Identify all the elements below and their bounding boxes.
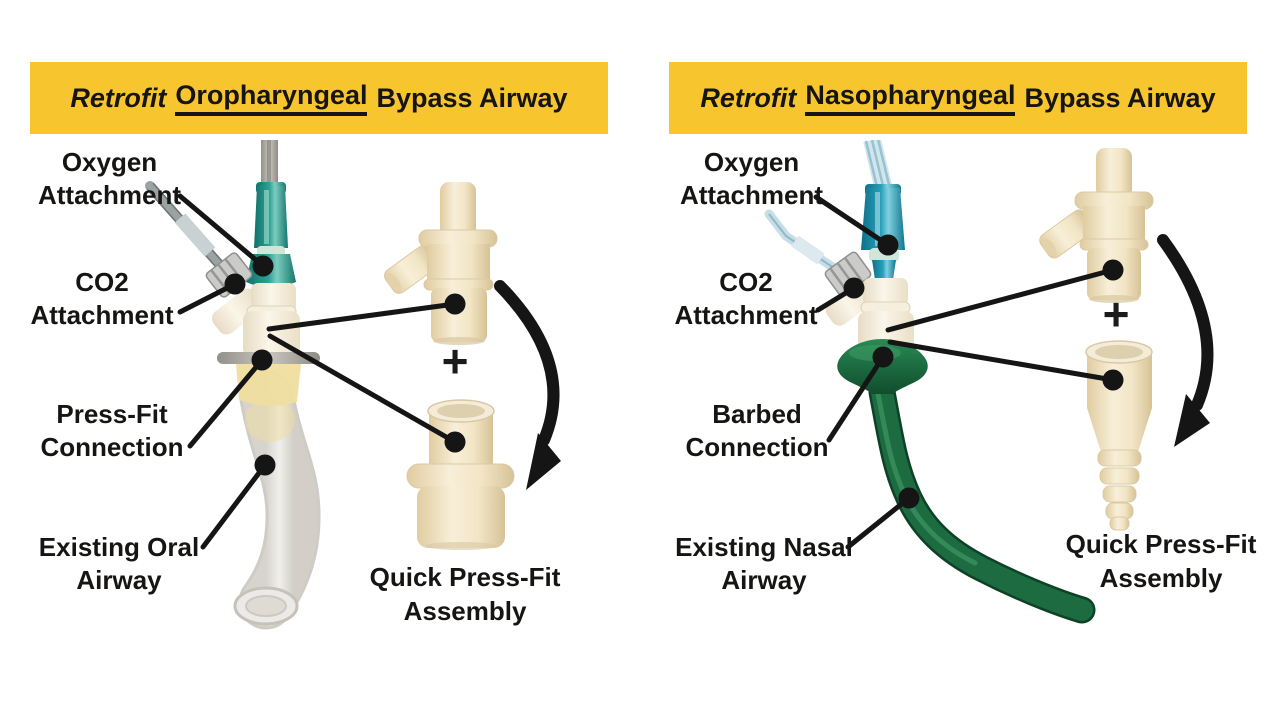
press-fit-connection-label: Press-Fit Connection <box>40 399 184 463</box>
nasopharyngeal-figure: Oxygen Attachment CO2 Attachment Barbed … <box>669 140 1280 712</box>
retrofit-nasal-device-illustration <box>764 140 1096 624</box>
oral-airway-tube <box>233 364 321 630</box>
barbed-adapter-bottom <box>1085 340 1153 531</box>
press-fit-assembly-illustration <box>383 182 561 550</box>
quick-press-fit-assembly-caption: Quick Press-Fit Assembly <box>369 562 561 626</box>
nasopharyngeal-illustration <box>764 140 1214 624</box>
assembly-direction-arrow <box>1157 234 1214 411</box>
co2-sampling-line <box>764 209 842 275</box>
nasopharyngeal-title-banner: Retrofit Nasopharyngeal Bypass Airway <box>669 62 1247 134</box>
callout-leader-lines <box>813 194 1116 550</box>
press-fit-connector-bottom <box>406 399 515 550</box>
retrofit-oral-device-illustration <box>145 140 321 630</box>
oxygen-supply-tube <box>261 140 278 188</box>
existing-oral-airway-label: Existing Oral Airway <box>38 532 200 596</box>
oropharyngeal-illustration <box>145 140 561 630</box>
plus-sign: + <box>441 335 469 387</box>
oropharyngeal-title-banner: Retrofit Oropharyngeal Bypass Airway <box>30 62 608 134</box>
callout-dots <box>843 234 1124 509</box>
callout-leader-lines <box>177 193 458 550</box>
co2-attachment-label: CO2 Attachment <box>30 267 174 331</box>
oxygen-supply-tube <box>863 140 893 193</box>
quick-press-fit-assembly-caption: Quick Press-Fit Assembly <box>1065 529 1257 593</box>
title-suffix: Bypass Airway <box>1024 82 1216 113</box>
title-prefix: Retrofit <box>700 82 797 113</box>
title-prefix: Retrofit <box>70 82 167 113</box>
title-suffix: Bypass Airway <box>376 82 568 113</box>
title-keyword-underlined: Oropharyngeal <box>175 80 368 116</box>
oropharyngeal-panel: Retrofit Oropharyngeal Bypass Airway <box>30 62 608 712</box>
oropharyngeal-figure: Oxygen Attachment CO2 Attachment Press-F… <box>30 140 655 712</box>
barbed-connection-label: Barbed Connection <box>685 399 829 463</box>
co2-attachment-label: CO2 Attachment <box>674 267 818 331</box>
arrowhead <box>526 433 561 490</box>
title-keyword-underlined: Nasopharyngeal <box>805 80 1016 116</box>
press-fit-connector-top <box>1039 148 1154 303</box>
co2-sampling-line <box>145 181 231 277</box>
callout-dots <box>224 255 466 476</box>
oxygen-attachment-label: Oxygen Attachment <box>679 147 823 211</box>
arrowhead <box>1174 394 1210 447</box>
plus-sign: + <box>1102 288 1130 340</box>
press-fit-connector-top <box>383 182 498 345</box>
oxygen-attachment-label: Oxygen Attachment <box>37 147 181 211</box>
assembly-direction-arrow <box>494 280 560 446</box>
existing-nasal-airway-label: Existing Nasal Airway <box>675 532 853 596</box>
nasopharyngeal-panel: Retrofit Nasopharyngeal Bypass Airway <box>669 62 1256 712</box>
